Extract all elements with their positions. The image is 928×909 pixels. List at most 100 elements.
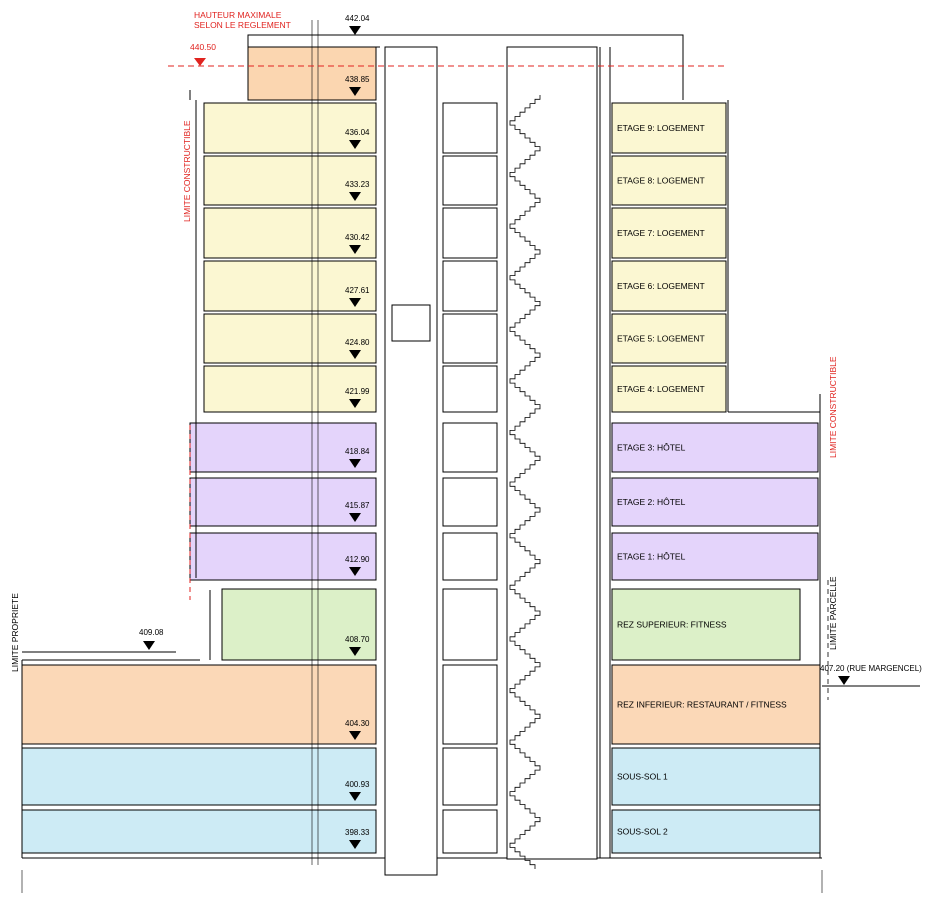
floor-label-etage-1: ETAGE 1: HÔTEL (617, 552, 686, 562)
floor-label-etage-6: ETAGE 6: LOGEMENT (617, 281, 705, 291)
top-elevation-arrow (349, 26, 361, 35)
core-rooms (442, 102, 498, 854)
left-floor-bands (21, 46, 377, 854)
elevation-arrow-rez-inferieur (349, 731, 361, 740)
elevation-value-rez-superieur: 408.70 (345, 635, 370, 644)
floor-band-right-etage-1 (611, 532, 819, 581)
floor-band-left-etage-5 (203, 313, 377, 364)
core-room-etage-9 (442, 102, 498, 154)
structure-walls (21, 34, 822, 859)
floor-band-left-etage-9 (203, 102, 377, 154)
inner-wall (599, 47, 611, 858)
elevation-value-sous-sol-2: 398.33 (345, 828, 370, 837)
core-room-etage-5 (442, 313, 498, 364)
elevation-arrow-etage-3 (349, 459, 361, 468)
core-room-sous-sol-1 (442, 747, 498, 806)
floor-band-right-sous-sol-1 (611, 747, 821, 806)
floor-band-right-etage-9 (611, 102, 727, 154)
elevation-value-etage-8: 433.23 (345, 180, 370, 189)
grid-axis (311, 20, 319, 865)
floor-band-left-etage-2 (189, 477, 377, 527)
top-elevation-value: 442.04 (345, 14, 370, 23)
floor-label-sous-sol-2: SOUS-SOL 2 (617, 827, 668, 837)
floor-band-left-sous-sol-1 (21, 747, 377, 806)
floor-band-left-etage-1 (189, 532, 377, 581)
elevation-value-etage-7: 430.42 (345, 233, 370, 242)
max-height-value: 440.50 (190, 42, 216, 52)
elevation-arrow-rez-superieur (349, 647, 361, 656)
elevator-shaft (384, 46, 438, 876)
elevation-arrow-etage-8 (349, 192, 361, 201)
limite-parcelle: LIMITE PARCELLE (828, 576, 838, 650)
elevation-value-etage-9: 436.04 (345, 128, 370, 137)
elevation-arrow-sous-sol-1 (349, 792, 361, 801)
floor-band-left-etage-6 (203, 260, 377, 312)
max-height-label-1: HAUTEUR MAXIMALE (194, 10, 282, 20)
floor-band-left-etage-3 (189, 422, 377, 473)
elevation-value-etage-2: 415.87 (345, 501, 370, 510)
floor-label-etage-8: ETAGE 8: LOGEMENT (617, 176, 705, 186)
floor-band-left-etage-8 (203, 155, 377, 206)
floor-band-left-etage-4 (203, 365, 377, 413)
elevation-markers: 438.85 436.04 433.23 430.42 427.61 424.80 421.… (345, 75, 370, 849)
floor-band-left-etage-7 (203, 207, 377, 259)
elevation-arrow-etage-6 (349, 298, 361, 307)
floor-label-etage-9: ETAGE 9: LOGEMENT (617, 123, 705, 133)
terrain-elevation-value: 409.08 (139, 628, 164, 637)
core-room-etage-2 (442, 477, 498, 527)
floor-label-etage-7: ETAGE 7: LOGEMENT (617, 228, 705, 238)
floor-band-left-rez-inferieur (21, 664, 377, 745)
core-room-etage-7 (442, 207, 498, 259)
core-room-rez-inferieur (442, 664, 498, 745)
core-room-etage-4 (442, 365, 498, 413)
core-room-etage-3 (442, 422, 498, 473)
elevation-value-sous-sol-1: 400.93 (345, 780, 370, 789)
core-room-sous-sol-2 (442, 809, 498, 854)
floor-label-etage-4: ETAGE 4: LOGEMENT (617, 384, 705, 394)
elevation-value-attic: 438.85 (345, 75, 370, 84)
elevation-value-etage-3: 418.84 (345, 447, 370, 456)
floor-band-right-etage-6 (611, 260, 727, 312)
stair-shaft (506, 46, 598, 869)
elevation-arrow-attic (349, 87, 361, 96)
floor-label-etage-2: ETAGE 2: HÔTEL (617, 497, 686, 507)
max-height-label-2: SELON LE REGLEMENT (194, 20, 291, 30)
elevation-value-etage-6: 427.61 (345, 286, 370, 295)
floor-label-etage-5: ETAGE 5: LOGEMENT (617, 334, 705, 344)
limite-constructible-right: LIMITE CONSTRUCTIBLE (828, 356, 838, 458)
floor-band-right-etage-5 (611, 313, 727, 364)
elevation-arrow-sous-sol-2 (349, 840, 361, 849)
elevation-arrow-etage-4 (349, 399, 361, 408)
street-elevation-value: 407.20 (RUE MARGENCEL) (820, 664, 922, 673)
right-floor-bands: ETAGE 9: LOGEMENT ETAGE 8: LOGEMENT ETAGE … (611, 102, 821, 854)
floor-band-right-etage-3 (611, 422, 819, 473)
elevation-arrow-etage-2 (349, 513, 361, 522)
floor-band-left-sous-sol-2 (21, 809, 377, 854)
core-room-etage-6 (442, 260, 498, 312)
terrain-elevation-arrow (143, 641, 155, 650)
elevation-value-etage-5: 424.80 (345, 338, 370, 347)
floor-band-right-etage-8 (611, 155, 727, 206)
core-room-etage-1 (442, 532, 498, 581)
floor-label-etage-3: ETAGE 3: HÔTEL (617, 443, 686, 453)
elevation-arrow-etage-1 (349, 567, 361, 576)
elevation-arrow-etage-9 (349, 140, 361, 149)
elevation-arrow-etage-7 (349, 245, 361, 254)
core-room-etage-8 (442, 155, 498, 206)
floor-band-right-etage-2 (611, 477, 819, 527)
floor-label-sous-sol-1: SOUS-SOL 1 (617, 772, 668, 782)
floor-label-rez-superieur: REZ SUPERIEUR: FITNESS (617, 620, 727, 630)
elevation-arrow-etage-5 (349, 350, 361, 359)
limite-constructible-left: LIMITE CONSTRUCTIBLE (182, 120, 192, 222)
floor-label-rez-inferieur: REZ INFERIEUR: RESTAURANT / FITNESS (617, 700, 787, 710)
limite-propriete: LIMITE PROPRIETE (10, 593, 20, 672)
street-elevation-arrow (838, 676, 850, 685)
max-height-line (168, 58, 726, 67)
floor-band-right-etage-7 (611, 207, 727, 259)
elevation-value-etage-1: 412.90 (345, 555, 370, 564)
elevation-value-rez-inferieur: 404.30 (345, 719, 370, 728)
elevation-value-etage-4: 421.99 (345, 387, 370, 396)
floor-band-right-etage-4 (611, 365, 727, 413)
floor-band-right-rez-superieur (611, 588, 801, 661)
